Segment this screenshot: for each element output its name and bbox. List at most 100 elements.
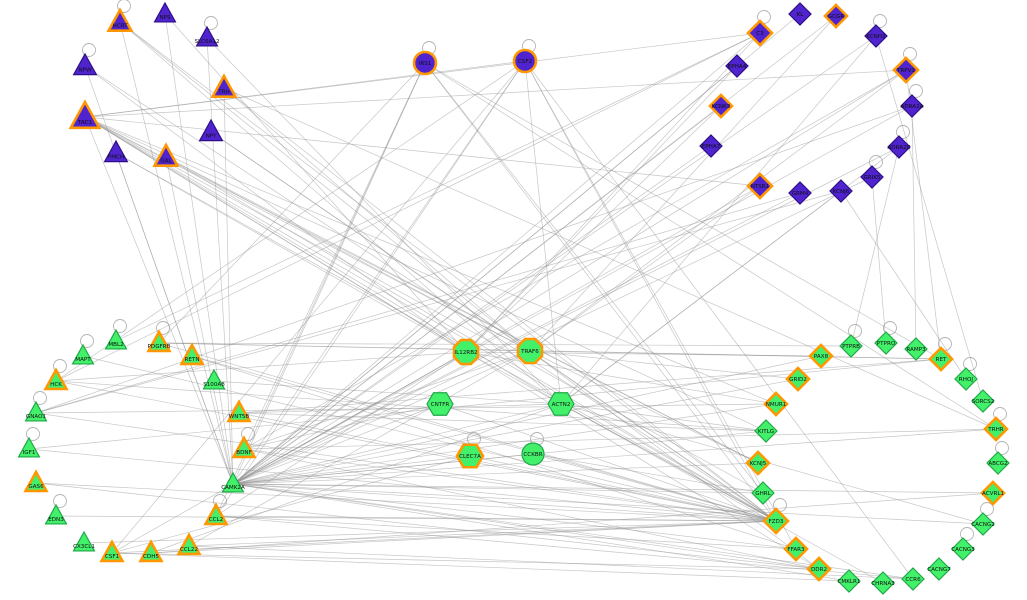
- node-GHRL[interactable]: GHRL: [751, 481, 775, 505]
- node-HCK[interactable]: HCK: [43, 367, 69, 391]
- node-shape-triangle[interactable]: [231, 435, 257, 459]
- node-TRAF6[interactable]: TRAF6: [516, 337, 544, 365]
- node-KL[interactable]: KL: [788, 2, 812, 26]
- node-shape-diamond[interactable]: [887, 135, 911, 159]
- node-shape-diamond[interactable]: [927, 557, 951, 581]
- node-PTPRO[interactable]: PTPRO: [874, 331, 898, 355]
- node-shape-diamond[interactable]: [788, 181, 812, 205]
- node-shape-diamond[interactable]: [783, 536, 809, 562]
- node-SORCS2[interactable]: SORCS2: [971, 389, 995, 413]
- node-ABCG2[interactable]: ABCG2: [986, 451, 1010, 475]
- node-KCNJ6[interactable]: KCNJ6: [829, 179, 853, 203]
- node-CSF2[interactable]: CSF2: [512, 48, 538, 74]
- node-ADRA2A[interactable]: ADRA2A: [900, 94, 924, 118]
- node-shape-triangle[interactable]: [68, 99, 102, 130]
- node-NTSR1[interactable]: NTSR1: [746, 172, 774, 200]
- node-CSF1[interactable]: CSF1: [99, 539, 125, 563]
- node-shape-circle[interactable]: [512, 48, 538, 74]
- node-shape-diamond[interactable]: [788, 2, 812, 26]
- node-CCL2[interactable]: CCL2: [203, 502, 229, 526]
- node-HCRT[interactable]: HCRT: [106, 7, 134, 32]
- node-shape-triangle[interactable]: [176, 532, 202, 556]
- node-shape-diamond[interactable]: [785, 366, 811, 392]
- node-shape-diamond[interactable]: [746, 172, 774, 200]
- node-GCGR[interactable]: GCGR: [823, 3, 849, 29]
- node-RET[interactable]: RET: [928, 346, 954, 372]
- node-SLC6A12[interactable]: SLC6A12: [194, 25, 220, 47]
- node-shape-triangle[interactable]: [179, 342, 205, 366]
- node-shape-triangle[interactable]: [198, 118, 224, 142]
- node-shape-hexagon[interactable]: [426, 392, 454, 416]
- node-shape-octagon[interactable]: [452, 338, 480, 366]
- node-shape-diamond[interactable]: [971, 389, 995, 413]
- node-shape-diamond[interactable]: [823, 3, 849, 29]
- node-shape-triangle[interactable]: [202, 368, 226, 390]
- node-shape-diamond[interactable]: [837, 569, 861, 593]
- node-shape-diamond[interactable]: [900, 94, 924, 118]
- node-shape-diamond[interactable]: [874, 331, 898, 355]
- node-ADRA2C[interactable]: ADRA2C: [887, 135, 911, 159]
- node-ACTN2[interactable]: ACTN2: [547, 392, 575, 416]
- node-KCNH2[interactable]: KCNH2: [864, 24, 888, 48]
- node-shape-triangle[interactable]: [17, 436, 41, 458]
- node-shape-triangle[interactable]: [104, 328, 128, 350]
- node-shape-triangle[interactable]: [23, 469, 49, 493]
- node-ACVRL1[interactable]: ACVRL1: [980, 480, 1006, 506]
- node-shape-diamond[interactable]: [860, 165, 884, 189]
- node-KITLG[interactable]: KITLG: [754, 419, 778, 443]
- node-CCKBR[interactable]: CCKBR: [521, 442, 545, 466]
- node-shape-hexagon[interactable]: [547, 392, 575, 416]
- node-shape-diamond[interactable]: [983, 416, 1009, 442]
- node-C3[interactable]: C3: [746, 19, 774, 47]
- node-shape-triangle[interactable]: [24, 400, 48, 422]
- node-MBL2[interactable]: MBL2: [104, 328, 128, 350]
- node-CACNG2[interactable]: CACNG2: [971, 512, 995, 536]
- node-shape-triangle[interactable]: [71, 343, 95, 365]
- node-TRPV1[interactable]: TRPV1: [892, 56, 920, 84]
- node-shape-diamond[interactable]: [699, 134, 723, 158]
- node-shape-diamond[interactable]: [751, 481, 775, 505]
- node-shape-diamond[interactable]: [954, 367, 978, 391]
- node-PMCH[interactable]: PMCH: [103, 139, 129, 163]
- node-CACNG3[interactable]: CACNG3: [951, 537, 975, 561]
- node-GNAO1[interactable]: GNAO1: [24, 400, 48, 422]
- node-shape-diamond[interactable]: [901, 567, 925, 591]
- node-EPHA7[interactable]: EPHA7: [699, 134, 723, 158]
- node-RHOJ[interactable]: RHOJ: [954, 367, 978, 391]
- node-shape-diamond[interactable]: [871, 571, 895, 595]
- node-IGF1[interactable]: IGF1: [17, 436, 41, 458]
- node-IL12RB2[interactable]: IL12RB2: [452, 338, 480, 366]
- node-shape-diamond[interactable]: [806, 556, 832, 582]
- node-shape-triangle[interactable]: [195, 25, 219, 47]
- node-shape-diamond[interactable]: [951, 537, 975, 561]
- node-shape-triangle[interactable]: [226, 399, 252, 423]
- node-shape-triangle[interactable]: [44, 503, 68, 525]
- node-shape-octagon[interactable]: [516, 337, 544, 365]
- node-NMUR1[interactable]: NMUR1: [763, 391, 789, 417]
- node-GRID2[interactable]: GRID2: [785, 366, 811, 392]
- node-shape-triangle[interactable]: [43, 367, 69, 391]
- node-shape-diamond[interactable]: [980, 480, 1006, 506]
- node-shape-diamond[interactable]: [904, 337, 928, 361]
- node-CLEC7A[interactable]: CLEC7A: [455, 443, 485, 469]
- node-shape-diamond[interactable]: [763, 391, 789, 417]
- node-shape-diamond[interactable]: [808, 343, 834, 369]
- node-FFAR3[interactable]: FFAR3: [783, 536, 809, 562]
- node-shape-diamond[interactable]: [746, 19, 774, 47]
- node-TRHR[interactable]: TRHR: [983, 416, 1009, 442]
- node-shape-triangle[interactable]: [103, 139, 129, 163]
- node-shape-diamond[interactable]: [829, 179, 853, 203]
- node-shape-diamond[interactable]: [754, 419, 778, 443]
- node-shape-triangle[interactable]: [210, 73, 238, 98]
- node-CX3CL1[interactable]: CX3CL1: [72, 530, 96, 552]
- node-shape-triangle[interactable]: [146, 329, 172, 353]
- node-CNTFR[interactable]: CNTFR: [426, 392, 454, 416]
- node-shape-diamond[interactable]: [892, 56, 920, 84]
- node-shape-triangle[interactable]: [72, 530, 96, 552]
- node-IRS1[interactable]: IRS1: [412, 50, 438, 76]
- node-NPW[interactable]: NPW: [72, 52, 98, 76]
- node-EDN3[interactable]: EDN3: [44, 503, 68, 525]
- node-S100A8[interactable]: S100A8: [202, 368, 226, 390]
